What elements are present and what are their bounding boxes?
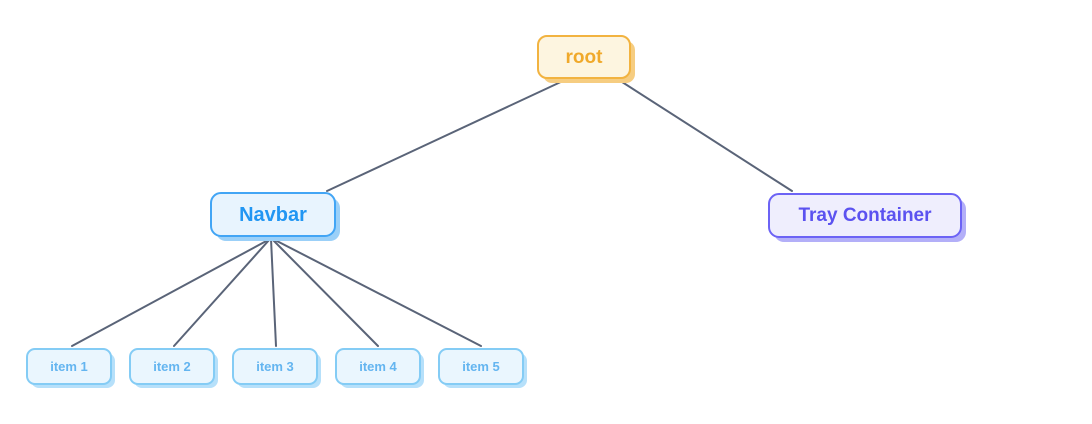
- node-label-item-5: item 5: [462, 359, 500, 374]
- edge-navbar-item3: [270, 238, 277, 347]
- node-tray-container[interactable]: Tray Container: [768, 193, 962, 238]
- edge-navbar-item5: [272, 238, 482, 347]
- node-label-item-4: item 4: [359, 359, 397, 374]
- node-item-4[interactable]: item 4: [335, 348, 421, 385]
- node-navbar[interactable]: Navbar: [210, 192, 336, 237]
- edge-navbar-item2: [173, 238, 271, 347]
- edge-navbar-item1: [71, 238, 271, 347]
- edge-navbar-item4: [271, 238, 379, 347]
- node-item-2[interactable]: item 2: [129, 348, 215, 385]
- node-label-root: root: [565, 46, 603, 68]
- node-label-item-3: item 3: [256, 359, 294, 374]
- node-label-tray-container: Tray Container: [798, 205, 932, 226]
- node-item-1[interactable]: item 1: [26, 348, 112, 385]
- node-item-3[interactable]: item 3: [232, 348, 318, 385]
- edge-root-tray: [618, 79, 793, 192]
- node-label-item-1: item 1: [50, 359, 88, 374]
- node-item-5[interactable]: item 5: [438, 348, 524, 385]
- node-label-item-2: item 2: [153, 359, 191, 374]
- edge-root-navbar: [326, 79, 566, 192]
- node-root[interactable]: root: [537, 35, 631, 79]
- node-label-navbar: Navbar: [239, 203, 307, 226]
